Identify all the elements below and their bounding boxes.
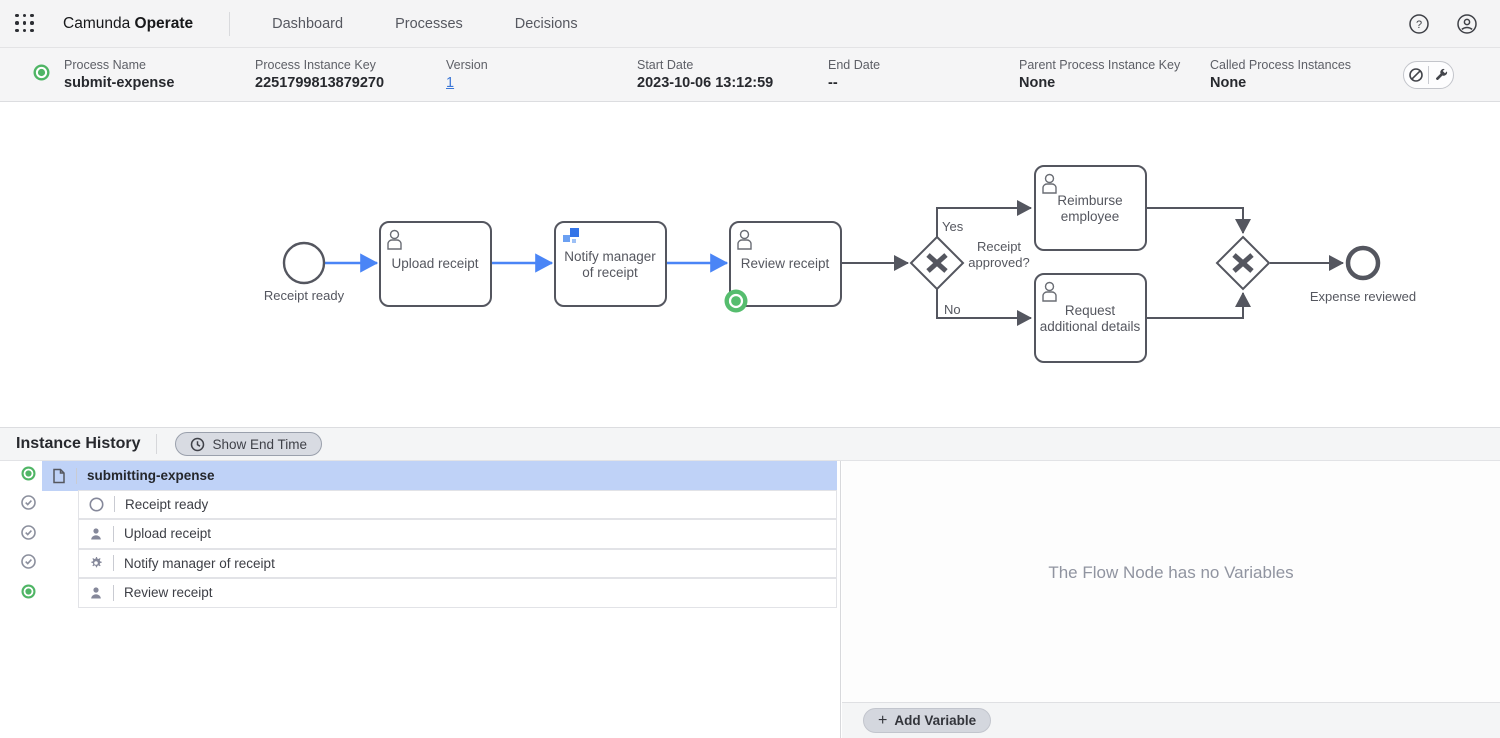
instance-history-tree: submitting-expense Receipt ready — [0, 461, 841, 738]
svg-text:of receipt: of receipt — [582, 265, 638, 280]
gateway-receipt-approved[interactable]: Receipt approved? — [909, 235, 1030, 291]
task-upload-receipt[interactable]: Upload receipt — [379, 221, 492, 307]
service-task-icon — [563, 228, 579, 243]
bpmn-diagram-canvas[interactable]: Receipt ready Upload receipt Notify mana… — [0, 102, 1500, 427]
history-row-label: submitting-expense — [87, 468, 215, 484]
user-task-icon — [737, 229, 752, 250]
modify-instance-button[interactable] — [1429, 62, 1453, 88]
start-event-receipt-ready[interactable]: Receipt ready — [264, 241, 345, 303]
task-reimburse-employee[interactable]: Reimburse employee — [1034, 165, 1147, 251]
field-version: Version 1 — [446, 58, 637, 91]
user-task-icon — [89, 586, 103, 600]
brand-logo: Camunda Operate — [63, 14, 194, 32]
gateway-join[interactable] — [1215, 235, 1271, 291]
svg-text:Expense reviewed: Expense reviewed — [1310, 289, 1416, 304]
version-link[interactable]: 1 — [446, 75, 455, 91]
task-notify-manager[interactable]: Notify manager of receipt — [554, 221, 667, 307]
active-state-icon — [21, 466, 36, 486]
process-document-icon — [52, 468, 66, 484]
user-task-icon — [1042, 281, 1057, 302]
active-state-icon — [21, 584, 36, 604]
svg-text:Receipt: Receipt — [977, 239, 1021, 254]
svg-text:approved?: approved? — [968, 255, 1029, 270]
field-called-process-instances: Called Process Instances None — [1210, 58, 1352, 91]
svg-text:Notify manager: Notify manager — [564, 249, 656, 264]
field-end-date: End Date -- — [828, 58, 881, 91]
field-process-instance-key: Process Instance Key 2251799813879270 — [255, 58, 385, 91]
instance-action-buttons — [1403, 60, 1454, 89]
history-row-label: Notify manager of receipt — [124, 555, 275, 571]
active-token-badge — [724, 289, 748, 313]
history-row-notify-manager[interactable]: Notify manager of receipt — [0, 548, 840, 580]
show-end-time-button[interactable]: Show End Time — [175, 432, 323, 456]
branch-label-no: No — [944, 302, 961, 317]
field-process-name: Process Name submit-expense — [64, 58, 175, 91]
user-task-icon — [1042, 173, 1057, 194]
branch-label-yes: Yes — [942, 219, 964, 234]
start-event-icon — [89, 497, 104, 512]
end-event-expense-reviewed[interactable]: Expense reviewed — [1310, 245, 1416, 304]
nav-item-decisions[interactable]: Decisions — [514, 15, 578, 32]
user-task-icon — [89, 527, 103, 541]
history-row-receipt-ready[interactable]: Receipt ready — [0, 489, 840, 521]
clock-icon — [191, 437, 205, 451]
svg-text:?: ? — [1416, 19, 1422, 31]
instance-history-header: Instance History Show End Time — [0, 427, 1500, 461]
svg-text:Request: Request — [1065, 303, 1116, 318]
top-navbar: Camunda Operate Dashboard Processes Deci… — [0, 0, 1500, 48]
history-row-process[interactable]: submitting-expense — [0, 461, 840, 491]
instance-active-icon — [33, 64, 50, 86]
history-row-upload-receipt[interactable]: Upload receipt — [0, 519, 840, 550]
completed-state-icon — [21, 495, 36, 515]
completed-state-icon — [21, 524, 36, 545]
plus-icon: + — [878, 711, 888, 729]
flow-no-branch — [936, 289, 1032, 326]
svg-text:additional details: additional details — [1040, 319, 1141, 334]
flow-reimburse-to-join — [1146, 207, 1251, 234]
history-row-label: Review receipt — [124, 585, 213, 601]
help-icon[interactable]: ? — [1404, 9, 1434, 39]
history-row-review-receipt[interactable]: Review receipt — [0, 578, 840, 609]
user-profile-icon[interactable] — [1452, 9, 1482, 39]
svg-text:Review receipt: Review receipt — [741, 256, 830, 271]
svg-text:Reimburse: Reimburse — [1057, 193, 1122, 208]
flow-yes-branch — [936, 200, 1032, 237]
svg-text:employee: employee — [1061, 209, 1120, 224]
field-parent-process-instance-key: Parent Process Instance Key None — [1019, 58, 1181, 91]
no-variables-message: The Flow Node has no Variables — [1048, 563, 1294, 582]
band-divider — [156, 434, 158, 454]
svg-text:Upload receipt: Upload receipt — [391, 256, 478, 271]
cancel-instance-button[interactable] — [1404, 62, 1428, 88]
history-row-label: Upload receipt — [124, 526, 212, 542]
app-switcher-icon[interactable] — [15, 13, 35, 34]
add-variable-button[interactable]: + Add Variable — [863, 708, 992, 733]
field-start-date: Start Date 2023-10-06 13:12:59 — [637, 58, 774, 91]
flow-request-to-join — [1146, 292, 1251, 319]
task-request-additional-details[interactable]: Request additional details — [1034, 273, 1147, 363]
svg-text:Receipt ready: Receipt ready — [264, 288, 345, 303]
user-task-icon — [387, 229, 402, 250]
history-row-label: Receipt ready — [125, 496, 209, 512]
variables-panel: The Flow Node has no Variables + Add Var… — [842, 461, 1500, 738]
variables-footer: + Add Variable — [842, 702, 1500, 738]
nav-divider — [229, 11, 231, 36]
nav-item-dashboard[interactable]: Dashboard — [272, 15, 344, 32]
instance-header: Process Name submit-expense Process Inst… — [0, 48, 1500, 102]
service-task-gear-icon — [89, 556, 103, 570]
task-review-receipt[interactable]: Review receipt — [724, 221, 842, 313]
instance-history-title: Instance History — [16, 435, 141, 452]
completed-state-icon — [21, 554, 36, 574]
nav-item-processes[interactable]: Processes — [395, 15, 463, 32]
